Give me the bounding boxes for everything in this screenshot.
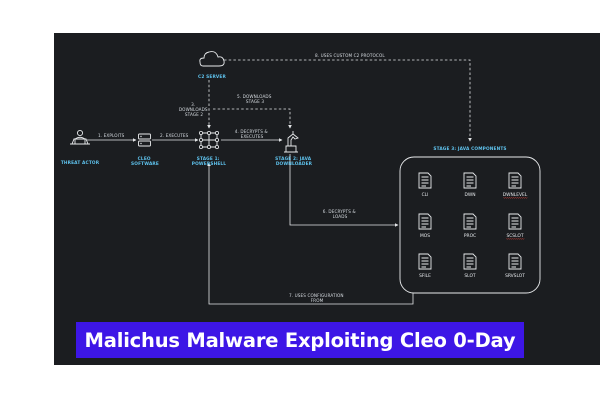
cleo-software-node: CLEO SOFTWARE — [131, 133, 159, 167]
component-sfile: SFILE — [418, 253, 432, 279]
component-label: DWNLEVEL — [503, 192, 528, 198]
document-icon — [418, 213, 432, 230]
document-icon — [508, 253, 522, 270]
hacker-at-laptop-icon — [70, 129, 90, 145]
threat-actor-node: THREAT ACTOR — [61, 129, 100, 166]
stage2-java-downloader-node: STAGE 2: JAVA DOWNLOADER — [275, 131, 313, 167]
c2-server-node: C2 SERVER — [198, 51, 226, 80]
headline-banner: Malichus Malware Exploiting Cleo 0-Day — [76, 322, 524, 358]
stage1-label: STAGE 1: POWERSHELL — [192, 156, 226, 167]
step-7-label: 7. USES CONFIGURATION FROM — [289, 293, 345, 303]
document-icon — [463, 213, 477, 230]
step-1-label: 1. EXPLOITS — [98, 133, 125, 138]
document-icon — [463, 172, 477, 189]
cleo-software-label: CLEO SOFTWARE — [131, 156, 159, 167]
threat-actor-label: THREAT ACTOR — [61, 160, 100, 166]
spellcheck-underline — [503, 197, 528, 199]
document-icon — [508, 213, 522, 230]
edge-uses-configuration — [207, 162, 414, 305]
document-icon — [418, 172, 432, 189]
component-dwn: DWN — [463, 172, 477, 198]
component-label: MOS — [420, 233, 430, 239]
component-proc: PROC — [463, 213, 477, 239]
step-8-label: 8. USES CUSTOM C2 PROTOCOL — [315, 53, 385, 58]
component-label: DWN — [464, 192, 475, 198]
stage3-components-box — [399, 156, 541, 294]
component-cli: CLI — [418, 172, 432, 198]
spellcheck-underline — [506, 238, 525, 240]
stage1-powershell-node: STAGE 1: POWERSHELL — [192, 130, 226, 167]
edge-decrypts-loads — [289, 154, 399, 227]
document-icon — [463, 253, 477, 270]
component-label: SCSLOT — [506, 233, 523, 239]
component-mos: MOS — [418, 213, 432, 239]
step-5-label: 5. DOWNLOADS STAGE 3 — [237, 94, 273, 104]
document-icon — [418, 253, 432, 270]
component-label: SRVSLOT — [505, 273, 525, 279]
network-nodes-icon — [198, 130, 219, 149]
step-2-label: 2. EXECUTES — [160, 133, 189, 138]
component-label: SLOT — [464, 273, 476, 279]
cloud-icon — [199, 51, 225, 67]
stage3-components-grid: CLI DWN DWNLEVEL MOS PROC SCSLOT SFILE SLOT SRVS… — [418, 172, 528, 279]
component-dwnlevel: DWNLEVEL — [503, 172, 528, 199]
stage2-label: STAGE 2: JAVA DOWNLOADER — [275, 156, 313, 167]
stage3-label: STAGE 3: JAVA COMPONENTS — [433, 146, 506, 152]
step-6-label: 6. DECRYPTS & LOADS — [323, 209, 357, 219]
server-icon — [138, 133, 151, 147]
edge-custom-c2-protocol — [224, 59, 472, 142]
trojan-horse-icon — [284, 131, 299, 153]
step-4-label: 4. DECRYPTS & EXECUTES — [235, 129, 269, 139]
component-scslot: SCSLOT — [506, 213, 525, 240]
component-label: CLI — [422, 192, 429, 198]
c2-server-label: C2 SERVER — [198, 74, 226, 80]
component-label: PROC — [464, 233, 476, 239]
step-3-label: 3. DOWNLOADS STAGE 2 — [179, 102, 209, 117]
document-icon — [508, 172, 522, 189]
edge-downloads-stage3 — [213, 108, 292, 129]
component-srvslot: SRVSLOT — [505, 253, 525, 279]
component-label: SFILE — [419, 273, 431, 279]
component-slot: SLOT — [463, 253, 477, 279]
